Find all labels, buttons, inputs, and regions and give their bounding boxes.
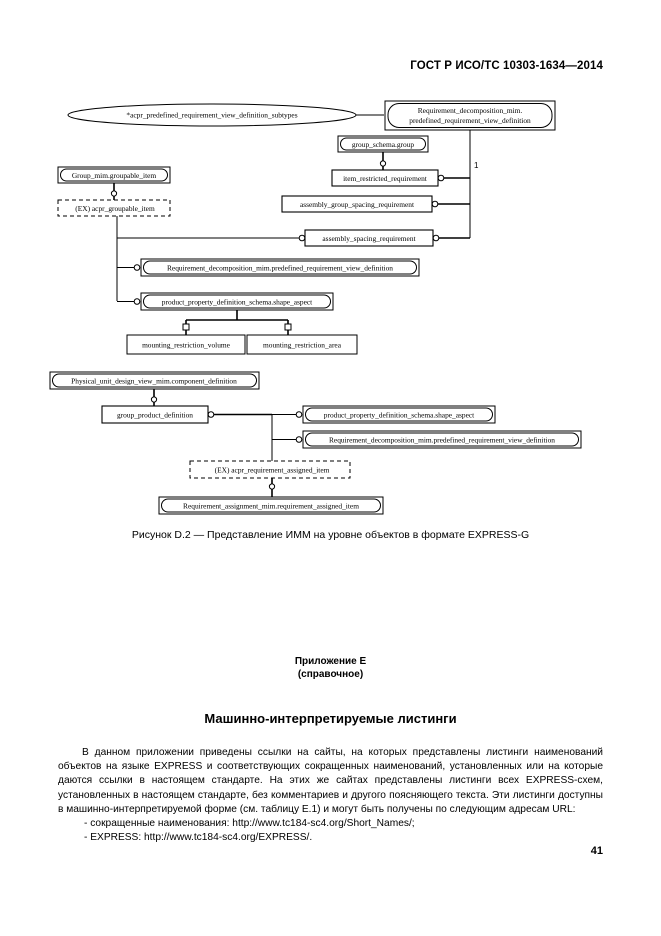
port-circle-req-decomp-predef-view [133, 264, 141, 271]
appendix-paragraph: В данном приложении приведены ссылки на … [58, 747, 603, 815]
node-group-mim-groupable-item-label: Group_mim.groupable_item [72, 171, 157, 180]
node-ex-acpr-requirement-assigned-item-label: (EX) acpr_requirement_assigned_item [215, 466, 330, 475]
node-ex-acpr-groupable-item [57, 199, 171, 217]
node-req-decomp-predef-view-inner [143, 260, 417, 275]
subtype-square-marker-right [284, 323, 292, 331]
node-req-decomp-top-label-line1: Requirement_decomposition_mim. [418, 106, 523, 115]
appendix-body-text: В данном приложении приведены ссылки на … [58, 746, 603, 817]
port-circle-assembly-spacing-right [432, 234, 440, 242]
port-circle-item-restricted [437, 174, 445, 182]
node-req-decomp-predef-view-label: Requirement_decomposition_mim.predefined… [167, 264, 393, 273]
appendix-heading-line2: (справочное) [297, 669, 364, 680]
node-product-property-shape-aspect-2-inner [305, 407, 493, 422]
appendix-heading-line1: Приложение Е [294, 656, 367, 667]
port-circle-req-decomp-predef-view-2 [295, 436, 303, 443]
node-mounting-restriction-volume [126, 334, 246, 355]
node-product-property-shape-aspect-inner [143, 294, 331, 309]
figure-caption: Рисунок D.2 — Представление ИММ на уровн… [131, 529, 530, 541]
page-number: 41 [590, 845, 603, 857]
node-mounting-restriction-area-label: mounting_restriction_area [263, 341, 342, 350]
relationship-circle-marker [379, 160, 387, 167]
appendix-heading: Приложение Е (справочное) [0, 655, 661, 681]
node-req-assignment-assigned-item-label: Requirement_assignment_mim.requirement_a… [183, 502, 359, 511]
appendix-url-list: - сокращенные наименования: http://www.t… [58, 817, 603, 845]
node-product-property-shape-aspect-label: product_property_definition_schema.shape… [162, 298, 313, 307]
node-req-assignment-assigned-item-inner [161, 498, 381, 513]
node-group-mim-groupable-item-inner [60, 168, 168, 182]
port-circle-assembly-spacing-left [298, 234, 306, 242]
cardinality-label-one: 1 [474, 161, 479, 170]
url-item-express: - EXPRESS: http://www.tc184-sc4.org/EXPR… [84, 832, 313, 844]
relationship-circle-marker-assigned-item [268, 483, 276, 490]
node-group-schema-group-inner [340, 137, 426, 151]
node-req-decomp-top-label-line2: predefined_requirement_view_definition [409, 116, 531, 125]
node-acpr-predefined-subtypes-label: *acpr_predefined_requirement_view_defini… [126, 111, 297, 120]
appendix-title: Машинно-интерпретируемые листинги [204, 711, 457, 726]
node-physical-unit-component-definition-inner [52, 373, 257, 388]
diagram-canvas: .bx { fill:#ffffff; stroke:#000000; stro… [49, 100, 582, 515]
port-circle-group-product-definition [207, 411, 215, 418]
subtype-square-marker-left [182, 323, 190, 331]
node-group-product-definition-label: group_product_definition [117, 411, 193, 420]
node-item-restricted-requirement-label: item_restricted_requirement [343, 174, 428, 183]
node-assembly-group-spacing-requirement-label: assembly_group_spacing_requirement [300, 200, 415, 209]
port-circle-product-property-shape-aspect-2 [295, 411, 303, 418]
node-req-decomp-predef-view-2-label: Requirement_decomposition_mim.predefined… [329, 436, 555, 445]
page-header-standard-number: ГОСТ Р ИСО/ТС 10303-1634—2014 [410, 60, 603, 72]
node-physical-unit-component-definition-label: Physical_unit_design_view_mim.component_… [71, 377, 237, 386]
node-assembly-spacing-requirement-label: assembly_spacing_requirement [322, 234, 416, 243]
node-mounting-restriction-area [246, 334, 358, 355]
url-item-short-names: - сокращенные наименования: http://www.t… [84, 818, 415, 829]
relationship-circle-marker-group-product [150, 396, 158, 403]
node-req-decomp-top-inner [387, 103, 553, 128]
node-ex-acpr-groupable-item-label: (EX) acpr_groupable_item [75, 204, 155, 213]
node-mounting-restriction-volume-label: mounting_restriction_volume [142, 341, 231, 350]
node-ex-acpr-requirement-assigned-item [189, 460, 351, 479]
port-circle-product-property-shape-aspect [133, 298, 141, 305]
node-product-property-shape-aspect-2-label: product_property_definition_schema.shape… [324, 411, 475, 420]
node-req-decomp-predef-view-2-inner [305, 432, 579, 447]
node-group-schema-group-label: group_schema.group [352, 140, 414, 149]
port-circle-assembly-group-spacing [431, 200, 439, 208]
relationship-circle-marker-groupable [110, 190, 118, 197]
express-g-diagram: .bx { fill:#ffffff; stroke:#000000; stro… [0, 88, 661, 523]
